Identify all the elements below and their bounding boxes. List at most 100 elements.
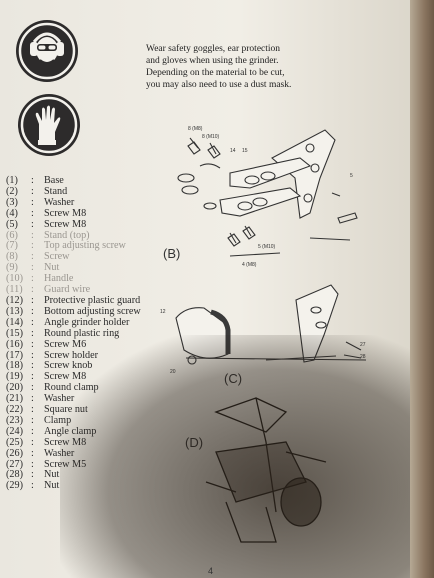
- figure-b-diagram: [177, 129, 358, 257]
- part-separator: :: [31, 425, 34, 437]
- part-name: Round plastic ring: [44, 327, 120, 339]
- part-number: (14): [6, 316, 23, 328]
- part-number: (4): [6, 207, 18, 219]
- part-row: (1):Base: [6, 175, 141, 187]
- part-separator: :: [31, 360, 34, 372]
- part-number: (21): [6, 393, 23, 405]
- part-number: (22): [6, 404, 23, 416]
- callout-label: 15: [242, 148, 248, 154]
- part-row: (2): Stand: [6, 185, 141, 198]
- part-number: (18): [6, 360, 23, 372]
- part-separator: :: [31, 458, 34, 470]
- part-separator: :: [31, 469, 34, 481]
- goggles-ear-protection-icon: [16, 20, 78, 82]
- part-number: (3): [6, 196, 18, 208]
- figure-c-diagram: [175, 284, 367, 365]
- part-name: Nut: [44, 262, 60, 274]
- part-row: (3): Washer: [6, 196, 141, 209]
- part-number: (2): [6, 185, 18, 197]
- part-row: (23):Clamp: [6, 414, 141, 427]
- part-separator: :: [31, 371, 34, 383]
- part-row: (4): Screw M8: [6, 207, 141, 220]
- part-name: Nut: [44, 469, 60, 481]
- part-name: Protective plastic guard: [44, 294, 141, 306]
- part-row: (21):Washer: [6, 393, 141, 405]
- part-separator: :: [31, 447, 34, 459]
- part-separator: :: [31, 436, 34, 448]
- part-separator: :: [31, 338, 34, 350]
- part-separator: :: [31, 175, 34, 186]
- part-name: Handle: [44, 273, 74, 285]
- part-separator: :: [31, 294, 34, 306]
- callout-label: 8 (M10): [202, 134, 220, 140]
- callout-label: 27: [360, 342, 366, 348]
- part-separator: :: [31, 240, 34, 252]
- part-separator: :: [31, 185, 34, 197]
- part-separator: :: [31, 327, 34, 339]
- part-separator: :: [31, 262, 34, 274]
- notice-line: Wear safety goggles, ear protection: [146, 44, 281, 54]
- safety-notice: Wear safety goggles, ear protection and …: [146, 43, 336, 91]
- part-separator: :: [31, 414, 34, 426]
- part-name: Washer: [44, 393, 75, 405]
- part-row: (26):Washer: [6, 447, 141, 460]
- part-separator: :: [31, 218, 34, 230]
- part-name: Angle grinder holder: [44, 316, 130, 328]
- part-row: (5):Screw M8: [6, 218, 141, 231]
- part-name: Stand: [44, 185, 68, 197]
- part-number: (28): [6, 469, 23, 481]
- part-number: (27): [6, 458, 23, 470]
- part-number: (12): [6, 294, 23, 306]
- callout-label: 5: [350, 173, 353, 179]
- part-number: (16): [6, 338, 23, 350]
- part-number: (17): [6, 349, 23, 361]
- part-name: Nut: [44, 480, 60, 492]
- part-number: (26): [6, 447, 23, 459]
- figure-d-diagram: [205, 397, 327, 543]
- part-name: Stand (top): [44, 229, 90, 241]
- figure-c-label: (C): [224, 371, 243, 386]
- part-separator: :: [31, 480, 34, 492]
- part-separator: :: [31, 284, 34, 296]
- part-number: (13): [6, 305, 23, 317]
- figure-b-label: (B): [163, 246, 181, 261]
- part-row: (22):Square nut: [6, 404, 141, 416]
- part-separator: :: [31, 273, 34, 285]
- table-edge: [410, 0, 434, 578]
- part-row: (29):Nut: [6, 480, 141, 492]
- part-row: (16): Screw M6: [6, 338, 141, 351]
- page-number: 4: [208, 566, 214, 576]
- part-name: Screw M6: [44, 338, 87, 350]
- part-name: Bottom adjusting screw: [44, 305, 141, 317]
- part-row: (9):Nut: [6, 262, 141, 274]
- part-row: (14): Angle grinder holder: [6, 316, 141, 329]
- part-row: (10):Handle: [6, 273, 141, 285]
- part-number: (25): [6, 436, 23, 448]
- part-row: (27):Screw M5: [6, 458, 141, 471]
- part-separator: :: [31, 196, 34, 208]
- callout-label: 20: [170, 369, 176, 375]
- callout-label: 4 (M8): [242, 262, 257, 268]
- callout-label: 5 (M10): [258, 244, 276, 250]
- part-separator: :: [31, 382, 34, 394]
- callout-label: 14: [230, 148, 236, 154]
- part-separator: :: [31, 229, 34, 241]
- figure-d-label: (D): [185, 435, 204, 450]
- part-name: Screw M8: [44, 207, 87, 219]
- part-name: Screw M8: [44, 218, 87, 230]
- part-separator: :: [31, 404, 34, 416]
- part-name: Screw: [44, 251, 70, 263]
- part-separator: :: [31, 207, 34, 219]
- part-name: Washer: [44, 196, 75, 208]
- part-number: (6): [6, 229, 18, 241]
- part-separator: :: [31, 251, 34, 263]
- part-separator: :: [31, 316, 34, 328]
- part-row: (12): Protective plastic guard: [6, 294, 141, 307]
- part-number: (8): [6, 251, 18, 263]
- parts-list: (1):Base(2):Stand(3):Washer(4):Screw M8(…: [6, 175, 141, 492]
- part-separator: :: [31, 349, 34, 361]
- part-number: (11): [6, 284, 23, 296]
- callout-label: 28: [360, 354, 366, 360]
- part-number: (7): [6, 240, 18, 252]
